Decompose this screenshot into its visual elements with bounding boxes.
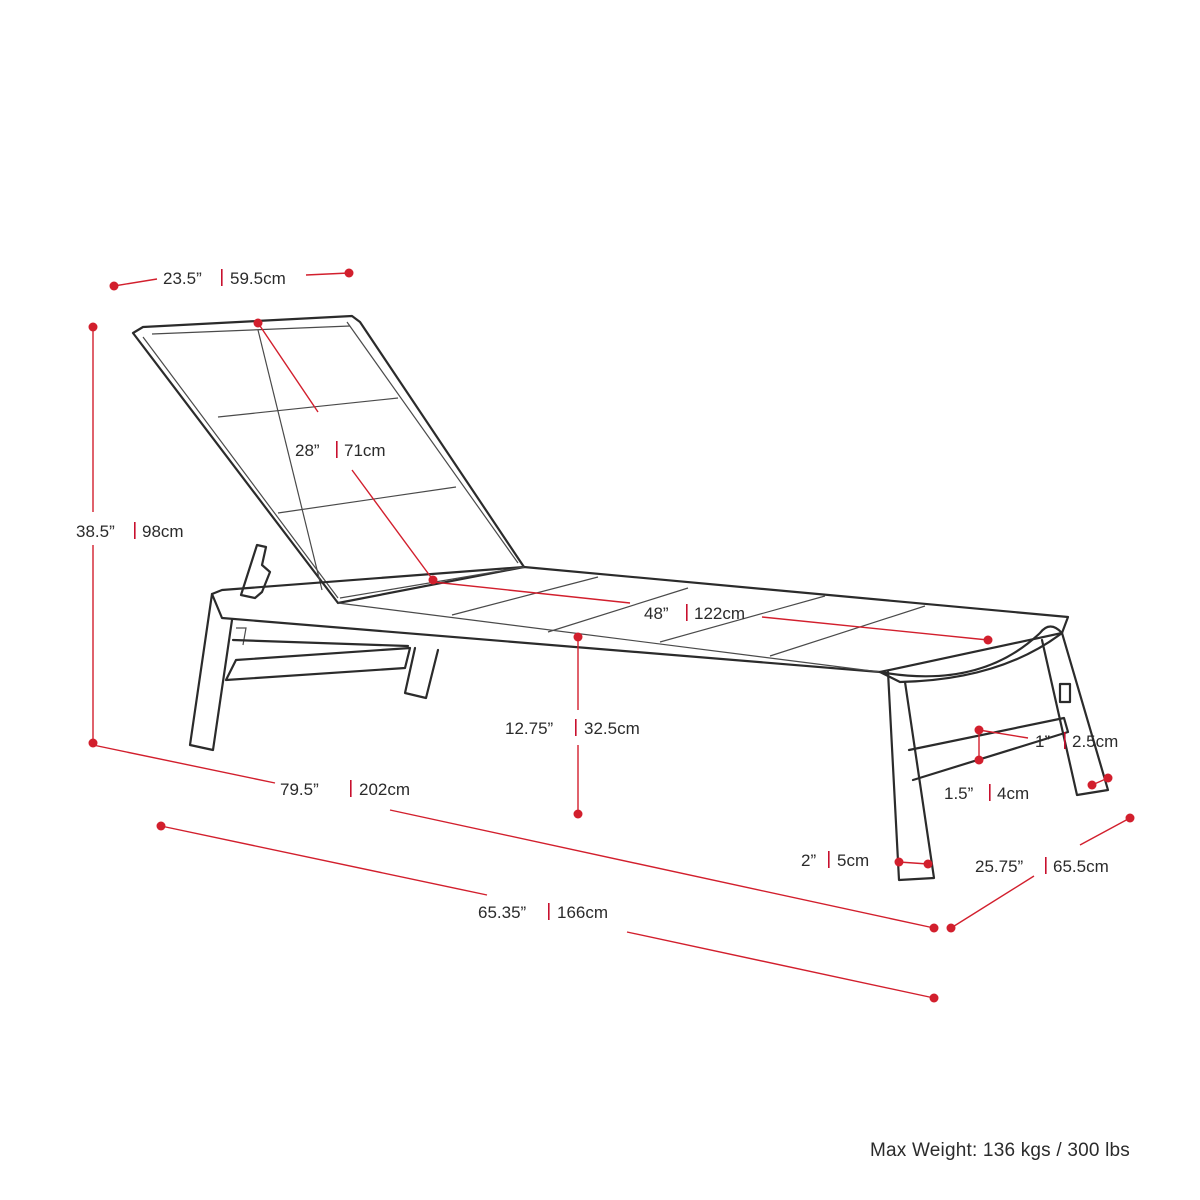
wheel-bracket [1058,682,1072,704]
backrest-seam-1 [217,397,399,418]
foot-sling [878,625,1064,684]
seat-seam-2 [547,587,689,633]
label-seat-length-in: 48” [644,604,669,623]
label-base-length-in: 65.35” [478,903,527,922]
dimension-lines [88,268,1135,1003]
side-stretcher-left [224,646,412,682]
seat-seam-4 [769,605,926,657]
label-total-width-cm: 65.5cm [1053,857,1109,876]
backrest-hinge [239,543,272,600]
label-total-height-cm: 98cm [142,522,184,541]
label-base-length-cm: 166cm [557,903,608,922]
leg-rear-right [1040,631,1110,797]
label-top-width-cm: 59.5cm [230,269,286,288]
lounger-drawing [131,314,1110,882]
label-leg-width-in: 2” [801,851,816,870]
label-leg-width-cm: 5cm [837,851,869,870]
seat-seam-1 [451,576,599,616]
backrest-frame [131,314,526,605]
backrest-seam-2 [277,486,457,514]
label-total-width-in: 25.75” [975,857,1024,876]
label-top-width-in: 23.5” [163,269,202,288]
label-seat-length-cm: 122cm [694,604,745,623]
label-total-length-cm: 202cm [359,780,410,799]
label-back-length-in: 28” [295,441,320,460]
dimension-labels: 23.5” 59.5cm 28” 71cm 38.5” 98cm 48” 122… [76,269,1118,922]
max-weight-note: Max Weight: 136 kgs / 300 lbs [870,1140,1130,1161]
label-seat-height-in: 12.75” [505,719,554,738]
leg-front-left [188,592,234,752]
label-total-height-in: 38.5” [76,522,115,541]
label-total-length-in: 79.5” [280,780,319,799]
label-rail-width-in: 1.5” [944,784,974,803]
label-seat-height-cm: 32.5cm [584,719,640,738]
seat-seam-3 [659,595,826,643]
leg-front-right [886,670,936,882]
label-rail-width-cm: 4cm [997,784,1029,803]
seat-frame [210,565,1070,674]
leg-inner-left [403,646,440,700]
label-rail-height-cm: 2.5cm [1072,732,1118,751]
cross-stretcher-right [907,716,1070,782]
label-rail-height-in: 1” [1035,732,1050,751]
label-back-length-cm: 71cm [344,441,386,460]
